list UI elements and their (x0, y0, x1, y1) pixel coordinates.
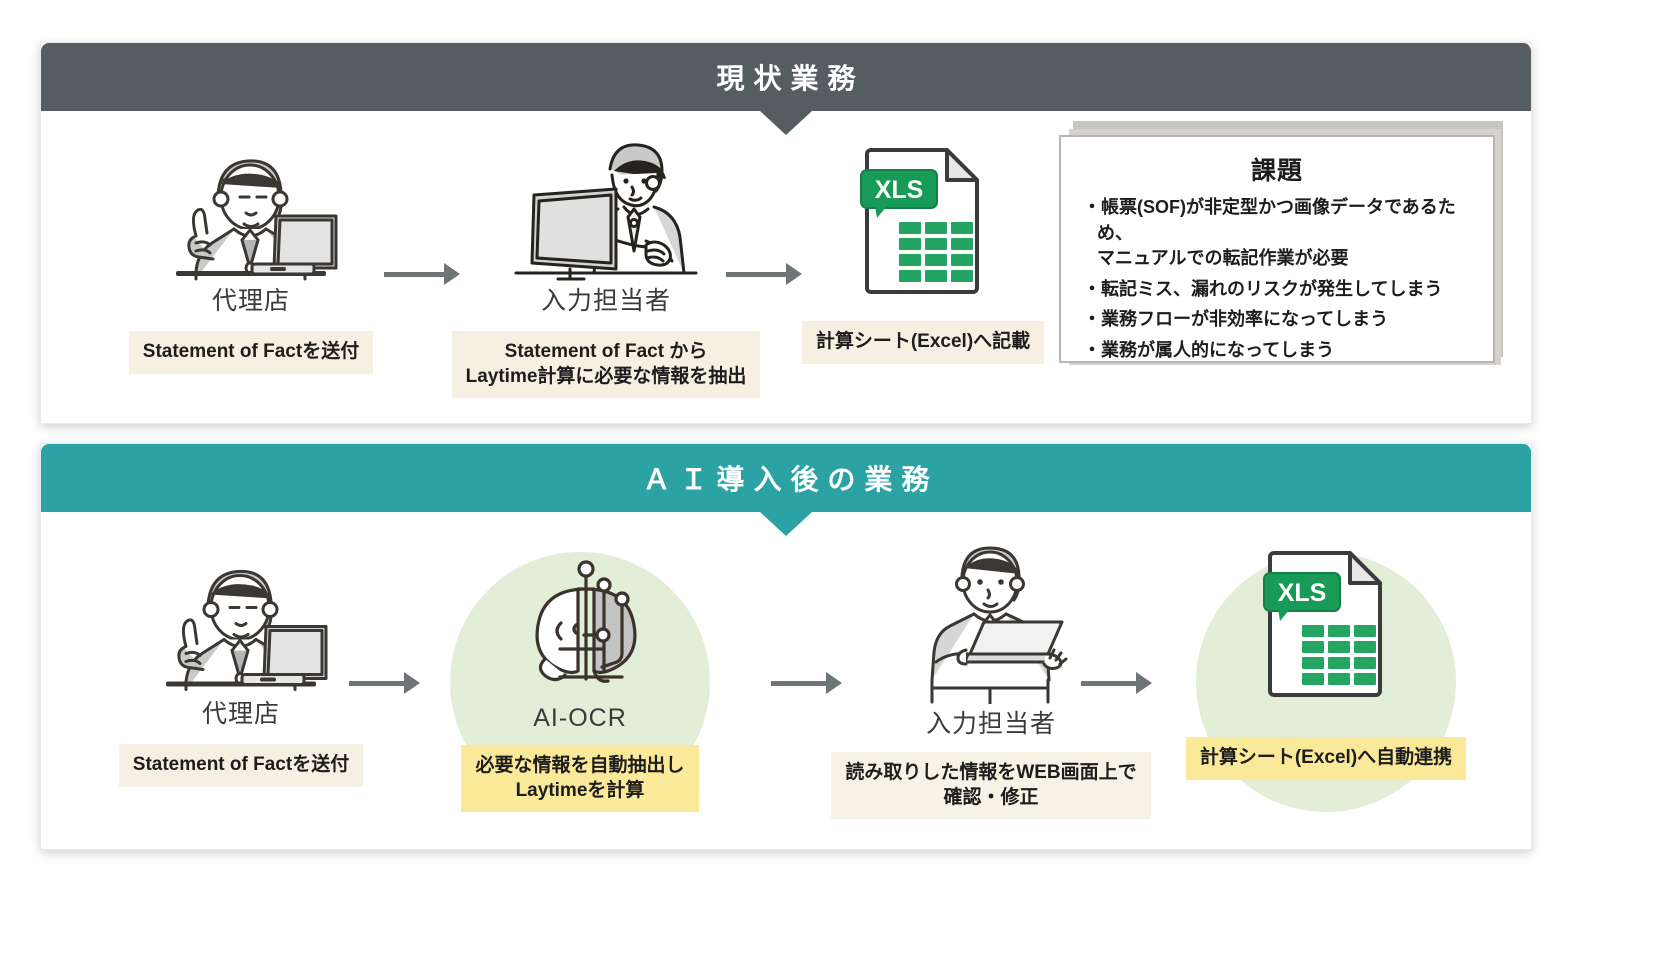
flow-step-caption: Statement of Fact から Laytime計算に必要な情報を抽出 (451, 331, 761, 399)
flow-step-operator-current: 入力担当者 Statement of Fact から Laytime計算に必要な… (446, 131, 766, 399)
section-header-current-notch (760, 111, 812, 135)
issue-box-list: ・帳票(SOF)が非定型かつ画像データであるため、 マニュアルでの転記作業が必要… (1061, 195, 1493, 363)
arrow-right-1-current (384, 263, 460, 285)
flow-step-caption: 計算シート(Excel)へ記載 (801, 321, 1045, 364)
flow-step-title: 代理店 (211, 287, 290, 315)
flow-step-agent-future: 代理店 Statement of Factを送付 (91, 534, 391, 787)
flow-future: 代理店 Statement of Factを送付 (41, 512, 1531, 849)
section-header-future-notch (760, 512, 812, 536)
section-header-future: ＡＩ導入後の業務 (41, 444, 1531, 512)
arrow-right-2-future (771, 672, 842, 694)
issue-item: ・業務が属人的になってしまう (1083, 339, 1335, 360)
arrow-right-2-current (726, 263, 802, 285)
businessman-pointing-laptop-icon (91, 534, 391, 694)
operator-at-monitor-icon (446, 131, 766, 281)
xls-file-icon: XLS (783, 131, 1063, 307)
flow-step-title: 入力担当者 (925, 710, 1056, 738)
flow-step-caption: Statement of Factを送付 (128, 331, 374, 374)
flow-step-agent-current: 代理店 Statement of Factを送付 (101, 131, 401, 374)
flow-step-caption: 必要な情報を自動抽出し Laytimeを計算 (461, 745, 699, 813)
issue-item: ・転記ミス、漏れのリスクが発生してしまう (1083, 278, 1443, 299)
flow-step-title: 入力担当者 (540, 287, 671, 315)
arrow-right-3-future (1081, 672, 1152, 694)
section-header-current-label: 現状業務 (716, 63, 865, 94)
svg-text:XLS: XLS (1278, 579, 1327, 607)
section-after-ai: ＡＩ導入後の業務 (40, 443, 1532, 850)
businessman-pointing-laptop-icon (101, 131, 401, 281)
flow-step-ai-ocr: AI-OCR 必要な情報を自動抽出し Laytimeを計算 (430, 534, 730, 813)
flow-step-caption: 読み取りした情報をWEB画面上で 確認・修正 (831, 752, 1151, 820)
operator-holding-laptop-icon (831, 534, 1151, 704)
flow-step-title: 代理店 (201, 700, 280, 728)
section-header-future-label: ＡＩ導入後の業務 (642, 464, 939, 495)
flow-step-caption: Statement of Factを送付 (118, 744, 364, 787)
svg-text:XLS: XLS (875, 176, 924, 204)
flow-step-caption: 計算シート(Excel)へ自動連携 (1185, 737, 1467, 780)
issue-item: ・帳票(SOF)が非定型かつ画像データであるため、 マニュアルでの転記作業が必要 (1083, 197, 1456, 269)
flow-step-operator-future: 入力担当者 読み取りした情報をWEB画面上で 確認・修正 (831, 534, 1151, 820)
flow-step-excel-future: XLS (1176, 534, 1476, 780)
flow-step-excel-current: XLS (783, 131, 1063, 364)
flow-current: 代理店 Statement of Factを送付 (41, 111, 1531, 423)
xls-file-icon: XLS (1176, 534, 1476, 709)
ai-brain-circuit-icon (430, 534, 730, 704)
arrow-right-1-future (349, 672, 420, 694)
issue-box-title: 課題 (1250, 157, 1303, 185)
issue-box: 課題 ・帳票(SOF)が非定型かつ画像データであるため、 マニュアルでの転記作業… (1059, 121, 1509, 371)
issue-box-card: 課題 ・帳票(SOF)が非定型かつ画像データであるため、 マニュアルでの転記作業… (1059, 135, 1495, 363)
section-current-operations: 現状業務 (40, 42, 1532, 424)
flow-step-title: AI-OCR (533, 704, 627, 732)
issue-item: ・業務フローが非効率になってしまう (1083, 309, 1389, 330)
section-header-current: 現状業務 (41, 43, 1531, 111)
